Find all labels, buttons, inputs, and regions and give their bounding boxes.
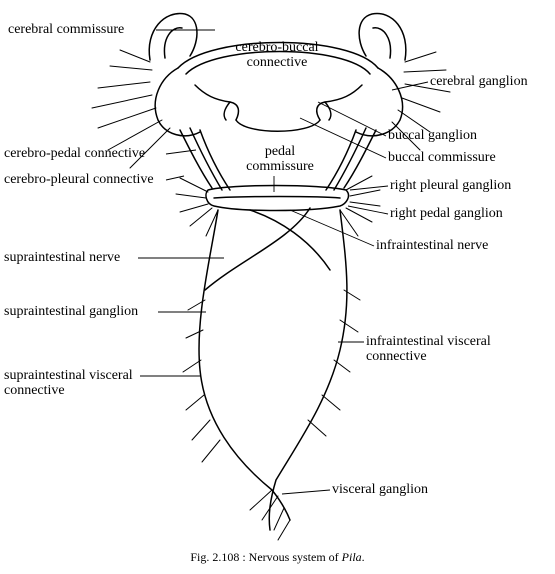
label-supraintestinal-visceral-line1: supraintestinal visceral (4, 368, 133, 383)
label-right-pleural-ganglion: right pleural ganglion (390, 178, 512, 193)
label-infraintestinal-visceral-line2: connective (366, 349, 427, 364)
cerebral-commissure-shape (177, 41, 379, 75)
label-pedal-commissure-line1: pedal (264, 144, 296, 159)
label-supraintestinal-visceral-connective: supraintestinal visceral connective (4, 368, 133, 398)
label-cerebro-buccal-line1: cerebro-buccal (235, 40, 319, 55)
caption-prefix: Fig. 2.108 : Nervous system of (190, 550, 342, 564)
label-cerebro-buccal-line2: connective (246, 55, 308, 70)
label-infraintestinal-nerve: infraintestinal nerve (376, 238, 489, 253)
label-supraintestinal-nerve: supraintestinal nerve (4, 250, 121, 265)
label-infraintestinal-visceral-connective: infraintestinal visceral connective (366, 334, 491, 364)
label-supraintestinal-ganglion: supraintestinal ganglion (4, 304, 139, 319)
left-cerebral-ganglion-shape (91, 12, 201, 169)
label-cerebro-buccal-connective: cerebro-buccal connective (222, 40, 332, 70)
label-buccal-ganglion: buccal ganglion (388, 128, 478, 143)
label-right-pedal-ganglion: right pedal ganglion (390, 206, 503, 221)
caption-suffix: . (361, 550, 365, 564)
label-visceral-ganglion: visceral ganglion (332, 482, 429, 497)
label-buccal-commissure: buccal commissure (388, 150, 496, 165)
caption-species: Pila (341, 550, 362, 564)
label-infraintestinal-visceral-line1: infraintestinal visceral (366, 334, 491, 349)
label-pedal-commissure-line2: commissure (246, 159, 314, 174)
figure-caption: Fig. 2.108 : Nervous system of Pila. (0, 550, 555, 565)
pedal-commissure-shape (175, 175, 381, 237)
buccal-complex-shape (194, 84, 363, 132)
label-pedal-commissure: pedal commissure (240, 144, 320, 174)
label-cerebro-pedal-connective: cerebro-pedal connective (4, 146, 146, 161)
label-supraintestinal-visceral-line2: connective (4, 383, 65, 398)
label-cerebro-pleural-connective: cerebro-pleural connective (4, 172, 154, 187)
label-cerebral-commissure: cerebral commissure (8, 22, 125, 37)
label-cerebral-ganglion: cerebral ganglion (430, 74, 528, 89)
